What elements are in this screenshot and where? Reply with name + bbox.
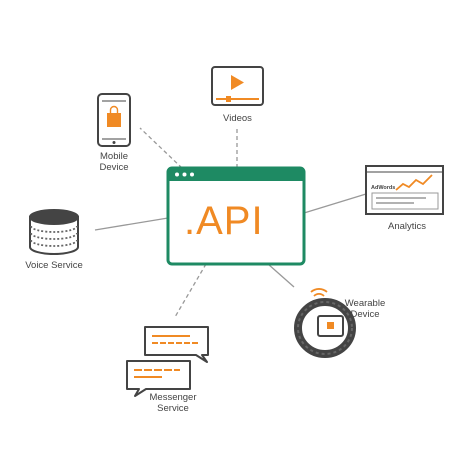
- voice-service-label: Voice Service: [25, 260, 83, 271]
- video-player-icon: [211, 66, 264, 106]
- mobile-label-line1: Mobile: [100, 151, 128, 162]
- api-label: .API: [184, 199, 264, 243]
- videos-label: Videos: [223, 113, 252, 124]
- api-window: [166, 166, 306, 266]
- wearable-label: Wearable Device: [335, 298, 395, 320]
- window-dot: [175, 172, 179, 177]
- mobile-label-line2: Device: [99, 162, 129, 173]
- analytics-chart-icon: [365, 165, 444, 215]
- chat-bubbles-icon: [126, 326, 209, 397]
- mobile-label: Mobile Device: [84, 151, 144, 173]
- messenger-label-line1: Messenger: [149, 392, 197, 403]
- smart-speaker-icon: [29, 209, 79, 255]
- messenger-label: Messenger Service: [138, 392, 208, 414]
- wearable-label-line1: Wearable: [344, 298, 386, 309]
- messenger-label-line2: Service: [157, 403, 189, 414]
- connector-messenger: [174, 263, 207, 318]
- smart-wristband-icon: [294, 288, 356, 358]
- connector-mobile: [139, 127, 183, 169]
- connector-wearable: [267, 263, 295, 288]
- wearable-label-line2: Device: [350, 309, 380, 320]
- connector-analytics: [303, 193, 367, 214]
- connector-voice: [94, 217, 169, 231]
- window-dot: [190, 172, 194, 177]
- analytics-label: Analytics: [387, 221, 426, 232]
- analytics-chart-word: AdWords: [371, 185, 395, 191]
- window-dot: [182, 172, 187, 177]
- smartphone-shopping-bag-icon: [97, 93, 131, 147]
